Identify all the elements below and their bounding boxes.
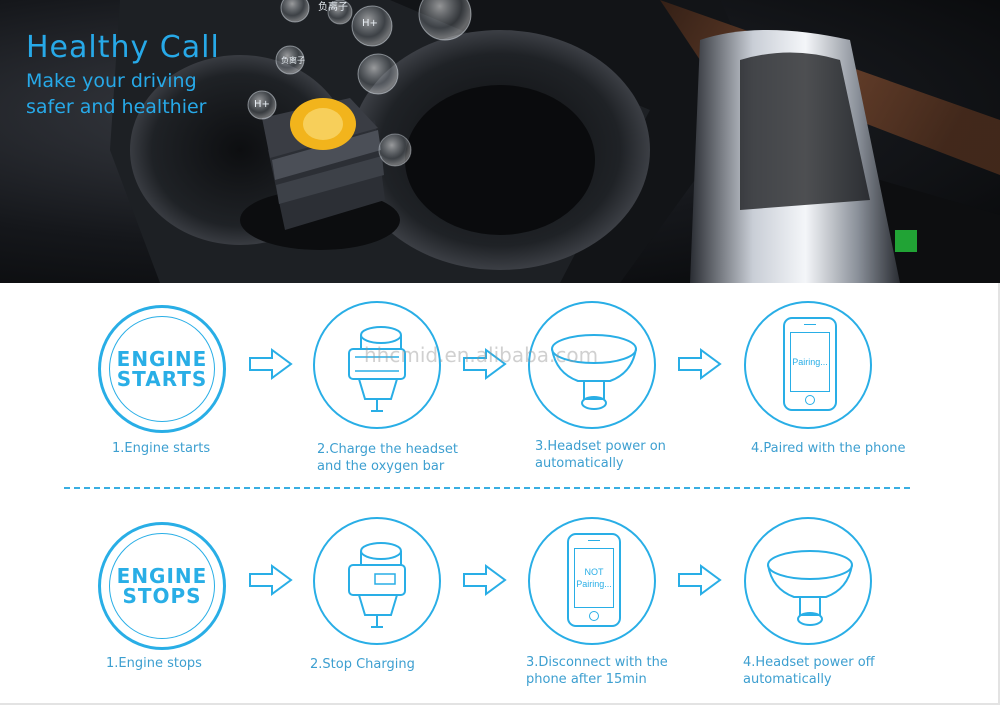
charger-icon [348, 542, 406, 628]
engine-start-button: ENGINE STARTS [98, 305, 226, 433]
frame [0, 283, 1000, 705]
engine-label: ENGINE [116, 347, 208, 371]
screen-line: Pairing... [576, 579, 612, 589]
headset-circle [744, 517, 872, 645]
engine-label: STARTS [116, 367, 208, 391]
headset-circle [528, 301, 656, 429]
step-caption: 3.Disconnect with the [526, 655, 668, 670]
process-section: ENGINE STARTS Pairing... [0, 283, 1000, 707]
step-caption: automatically [535, 456, 624, 471]
engine-label: STOPS [122, 584, 202, 608]
hero-subtitle-line2: safer and healthier [26, 96, 207, 118]
bubble-label: 负离子 [318, 2, 348, 13]
engine-stop-button: ENGINE STOPS [98, 522, 226, 650]
engine-label: ENGINE [116, 564, 208, 588]
bubble-label: H+ [254, 99, 270, 110]
phone-screen-text: NOT Pairing... [574, 548, 614, 608]
right-arrow-icon [463, 564, 507, 596]
step-caption: 2.Stop Charging [310, 657, 415, 672]
step-caption: 1.Engine starts [112, 441, 211, 456]
step-caption: and the oxygen bar [317, 459, 445, 474]
phone-screen-text: Pairing... [790, 332, 830, 392]
charger-circle [313, 301, 441, 429]
screen-line: NOT [584, 567, 604, 577]
charger-circle [313, 517, 441, 645]
phone-circle: NOT Pairing... [528, 517, 656, 645]
step-caption: 4.Paired with the phone [751, 441, 906, 456]
bubble-label: 负离子 [281, 56, 305, 65]
hero-title: Healthy Call [26, 30, 220, 65]
hero-banner: Healthy Call Make your driving safer and… [0, 0, 1000, 283]
car-interior-image [110, 0, 1000, 283]
step-caption: phone after 15min [526, 672, 647, 687]
right-arrow-icon [463, 348, 507, 380]
step-caption: 3.Headset power on [535, 439, 666, 454]
charger-icon [348, 326, 406, 412]
phone-icon: Pairing... [783, 317, 837, 411]
phone-circle: Pairing... [744, 301, 872, 429]
step-caption: automatically [743, 672, 832, 687]
step-caption: 4.Headset power off [743, 655, 875, 670]
right-arrow-icon [678, 564, 722, 596]
bubble-label: H+ [362, 18, 378, 29]
right-arrow-icon [249, 348, 293, 380]
step-caption: 1.Engine stops [106, 656, 202, 671]
headset-icon [551, 334, 637, 410]
dashed-divider [64, 487, 910, 489]
hero-subtitle-line1: Make your driving [26, 70, 197, 92]
phone-icon: NOT Pairing... [567, 533, 621, 627]
step-caption: 2.Charge the headset [317, 442, 458, 457]
right-arrow-icon [249, 564, 293, 596]
watermark: hhcmid.en.alibaba.com [364, 343, 599, 367]
headset-icon [767, 550, 853, 626]
right-arrow-icon [678, 348, 722, 380]
